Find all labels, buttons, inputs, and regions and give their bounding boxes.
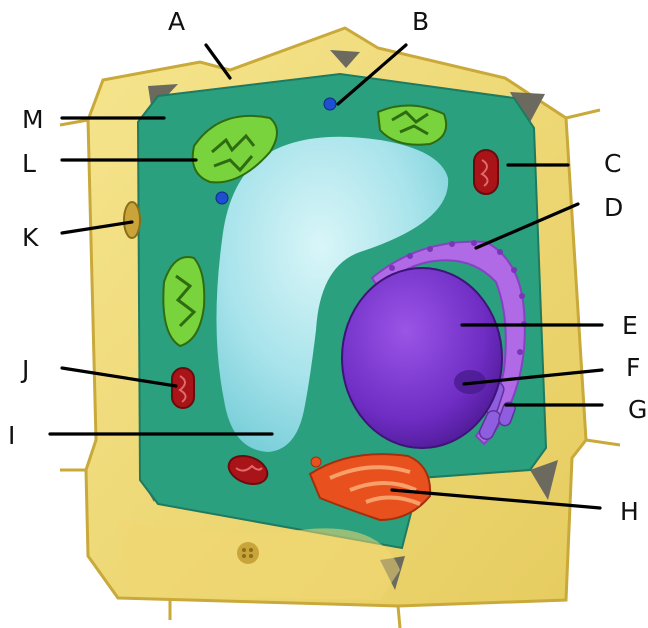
neighbor-wall-left (60, 120, 88, 470)
mitochondrion-c (474, 150, 498, 194)
label-i: I (8, 421, 15, 450)
label-m: M (22, 105, 44, 134)
ribosome-b (324, 98, 336, 110)
ribosome-near-l (216, 192, 228, 204)
label-j: J (20, 355, 29, 384)
label-a: A (168, 7, 185, 36)
label-c: C (604, 149, 621, 178)
mitochondrion-j (172, 368, 194, 408)
plasmodesma-k (124, 202, 140, 238)
label-d: D (604, 193, 623, 222)
label-g: G (628, 395, 647, 424)
nucleus (342, 268, 502, 448)
label-k: K (22, 223, 39, 252)
plasmodesma-bottom (237, 542, 259, 564)
label-b: B (412, 7, 429, 36)
label-l: L (22, 149, 36, 178)
label-f: F (626, 353, 640, 382)
label-e: E (622, 311, 638, 340)
label-h: H (620, 497, 639, 526)
